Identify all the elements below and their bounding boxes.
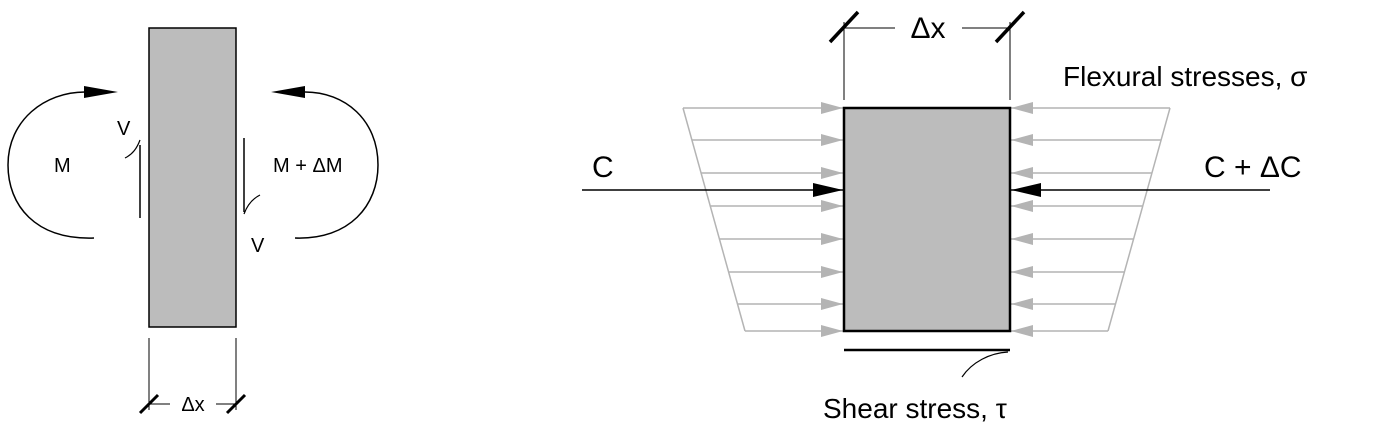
flexural-stresses-label: Flexural stresses, σ: [1063, 61, 1307, 92]
left-dim-label: Δx: [181, 394, 204, 416]
moment-label-right: M + ΔM: [273, 155, 342, 177]
right-stress-envelope: [1107, 107, 1171, 332]
right-dim-tick-left: [828, 10, 860, 44]
shear-stress-leader: [961, 351, 1009, 378]
left-moment-arrowhead: [84, 86, 118, 98]
left-shear-hook: [124, 139, 141, 159]
right-dim-label: Δx: [910, 12, 945, 45]
right-beam-segment: [842, 106, 1012, 333]
left-stress-envelope: [682, 107, 746, 332]
moment-label-left: M: [54, 155, 71, 177]
right-dim-tick-right: [994, 10, 1026, 44]
right-shear-hook: [243, 194, 261, 215]
shear-label-right: V: [251, 235, 265, 257]
flexural-stress-arrows: [683, 102, 1170, 337]
right-stress-block-diagram: Δx C C + ΔC Flexural stresses, σ Shear s…: [582, 10, 1307, 424]
shear-label-left: V: [117, 118, 131, 140]
left-beam-element-diagram: M M + ΔM V V Δx: [7, 27, 379, 416]
force-c-plus-dc-label: C + ΔC: [1204, 151, 1302, 184]
left-beam-segment: [148, 27, 237, 328]
left-moment-arc: [7, 91, 95, 239]
right-moment-arc: [294, 91, 379, 239]
left-dim-tick-left: [138, 393, 160, 415]
right-moment-arrowhead: [271, 86, 305, 98]
shear-stress-label: Shear stress, τ: [823, 393, 1007, 424]
left-dim-tick-right: [225, 393, 247, 415]
force-c-label: C: [592, 151, 614, 184]
